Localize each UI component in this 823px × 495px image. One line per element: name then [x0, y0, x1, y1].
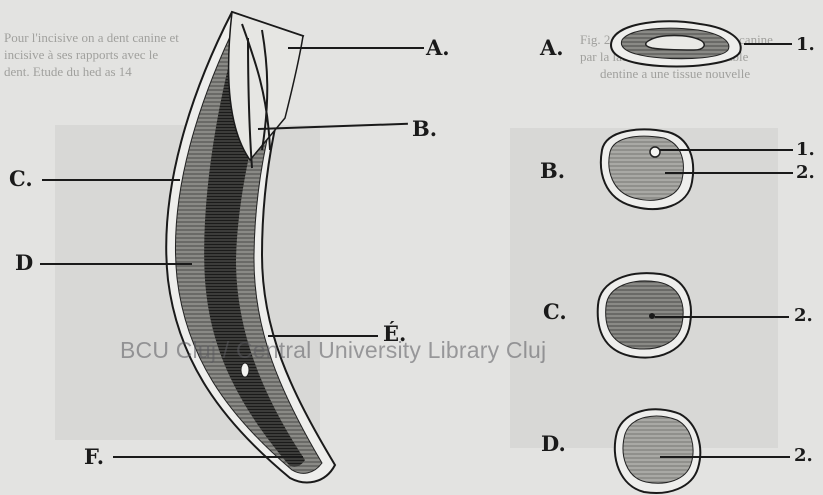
label-f: F.	[84, 446, 104, 468]
label-b-1: 1.	[796, 139, 815, 161]
cross-section-a	[611, 21, 741, 66]
longitudinal-tooth-section	[166, 12, 335, 482]
leader-line-a	[288, 47, 424, 49]
leader-line-c	[42, 179, 180, 181]
leader-line-a1	[744, 43, 792, 45]
label-d-2: 2.	[794, 445, 813, 467]
label-section-d: D.	[541, 433, 566, 455]
label-b: B.	[412, 118, 437, 140]
leader-line-b1	[660, 149, 793, 151]
label-a: A.	[426, 37, 450, 59]
leader-line-c2	[655, 316, 789, 318]
label-c: C.	[9, 168, 33, 190]
label-b-2: 2.	[796, 162, 815, 184]
label-c-2: 2.	[794, 305, 813, 327]
label-d: D	[15, 252, 33, 274]
label-section-b: B.	[540, 160, 565, 182]
leader-line-f	[113, 456, 303, 458]
leader-line-b2	[665, 172, 793, 174]
label-section-a: A.	[540, 37, 564, 59]
cross-section-d	[615, 409, 700, 493]
leader-line-d	[40, 263, 192, 265]
label-a-1: 1.	[796, 34, 815, 56]
library-watermark: BCU Cluj / Central University Library Cl…	[120, 337, 546, 364]
label-section-c: C.	[543, 301, 567, 323]
leader-line-d2	[660, 456, 790, 458]
cross-section-b	[601, 129, 693, 209]
